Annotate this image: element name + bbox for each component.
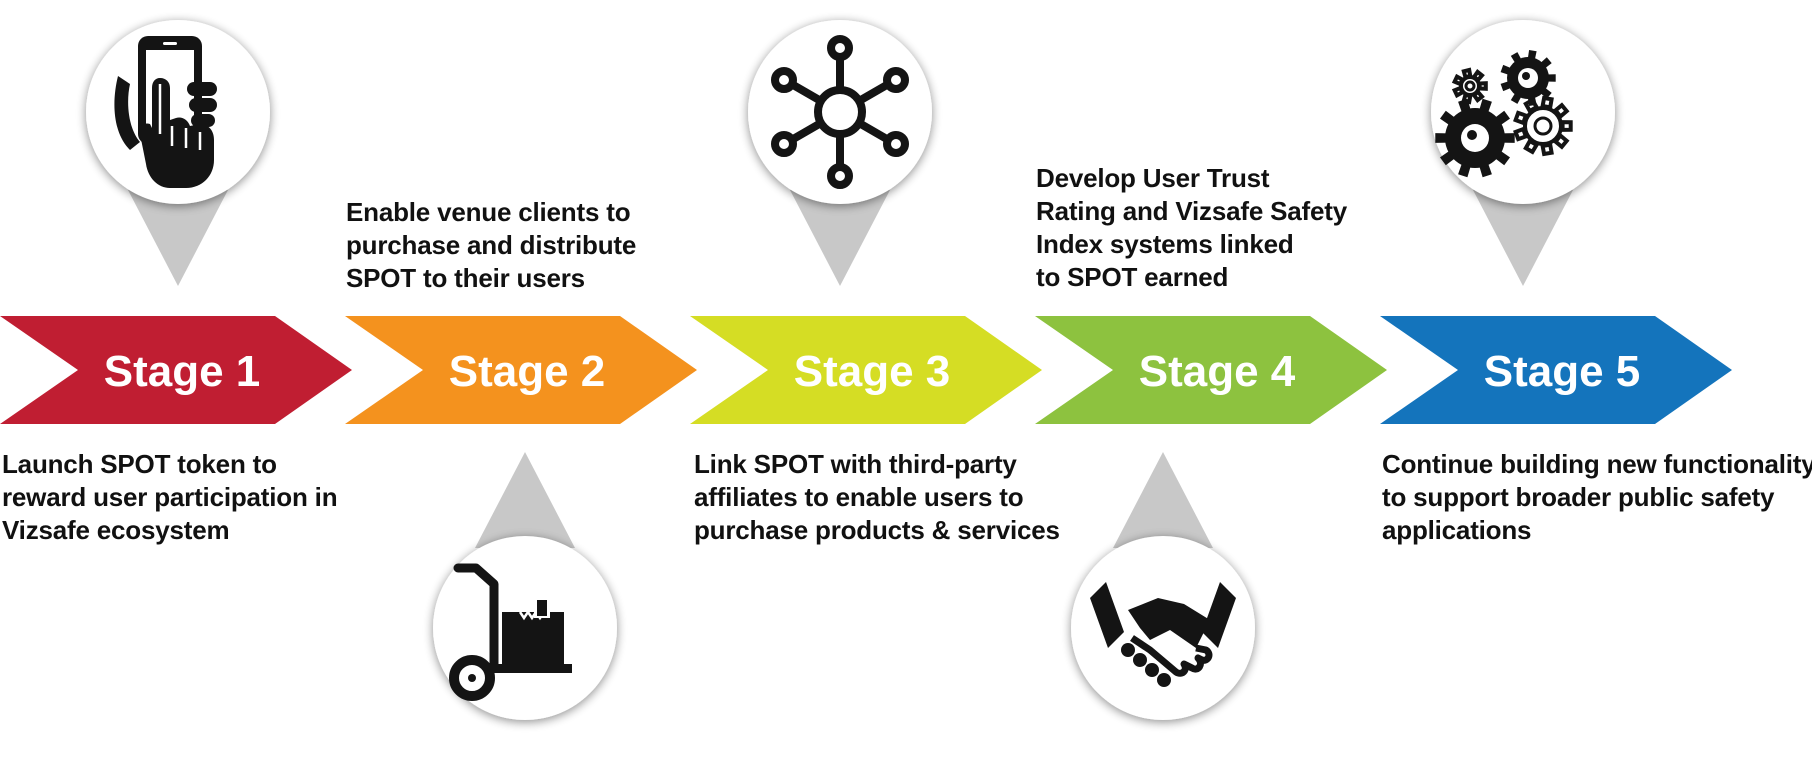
stage-1-description-line: Launch SPOT token to — [2, 449, 277, 479]
stage-3-description: Link SPOT with third-party affiliates to… — [694, 448, 1060, 547]
stage-5-pin — [1431, 20, 1615, 286]
stage-2-description-line: purchase and distribute — [346, 230, 637, 260]
hand-truck-box-icon — [449, 563, 572, 701]
handshake-icon — [1090, 582, 1236, 687]
stage-5-chevron — [1380, 316, 1732, 424]
stage-4-description-line: Develop User Trust — [1036, 163, 1270, 193]
stage-4-description-line: to SPOT earned — [1036, 262, 1229, 292]
stage-4-description-line: Index systems linked — [1036, 229, 1294, 259]
stage-1-description: Launch SPOT token to reward user partici… — [2, 448, 338, 547]
stage-3-description-line: affiliates to enable users to — [694, 482, 1024, 512]
stage-3-description-line: purchase products & services — [694, 515, 1060, 545]
stage-3-chevron — [690, 316, 1042, 424]
stage-3-description-line: Link SPOT with third-party — [694, 449, 1017, 479]
stage-2-description: Enable venue clients to purchase and dis… — [346, 196, 636, 295]
stage-5-description: Continue building new functionality to s… — [1382, 448, 1812, 547]
stage-2-label: Stage 2 — [449, 347, 606, 396]
stage-5-description-line: applications — [1382, 515, 1532, 545]
stage-2-description-line: SPOT to their users — [346, 263, 585, 293]
stage-4-chevron — [1035, 316, 1387, 424]
stage-4-pin — [1071, 452, 1255, 720]
stage-5-description-line: Continue building new functionality — [1382, 449, 1812, 479]
stage-4-description: Develop User Trust Rating and Vizsafe Sa… — [1036, 162, 1347, 294]
stage-4-label: Stage 4 — [1139, 347, 1296, 396]
stage-1-pin — [86, 20, 270, 286]
stage-3-label: Stage 3 — [794, 347, 951, 396]
gears-icon — [1435, 50, 1573, 178]
stage-2-chevron — [345, 316, 697, 424]
chevron-row — [0, 316, 1732, 424]
stage-1-chevron — [0, 316, 352, 424]
stage-2-description-line: Enable venue clients to — [346, 197, 631, 227]
stage-1-description-line: Vizsafe ecosystem — [2, 515, 230, 545]
stage-1-description-line: reward user participation in — [2, 482, 338, 512]
stage-5-description-line: to support broader public safety — [1382, 482, 1775, 512]
stage-2-pin — [433, 452, 617, 720]
stage-5-label: Stage 5 — [1484, 347, 1641, 396]
network-hub-icon — [771, 35, 909, 189]
stage-4-description-line: Rating and Vizsafe Safety — [1036, 196, 1347, 226]
smartphone-tap-icon — [114, 36, 217, 188]
stage-1-label: Stage 1 — [104, 347, 261, 396]
stage-3-pin — [748, 20, 932, 286]
